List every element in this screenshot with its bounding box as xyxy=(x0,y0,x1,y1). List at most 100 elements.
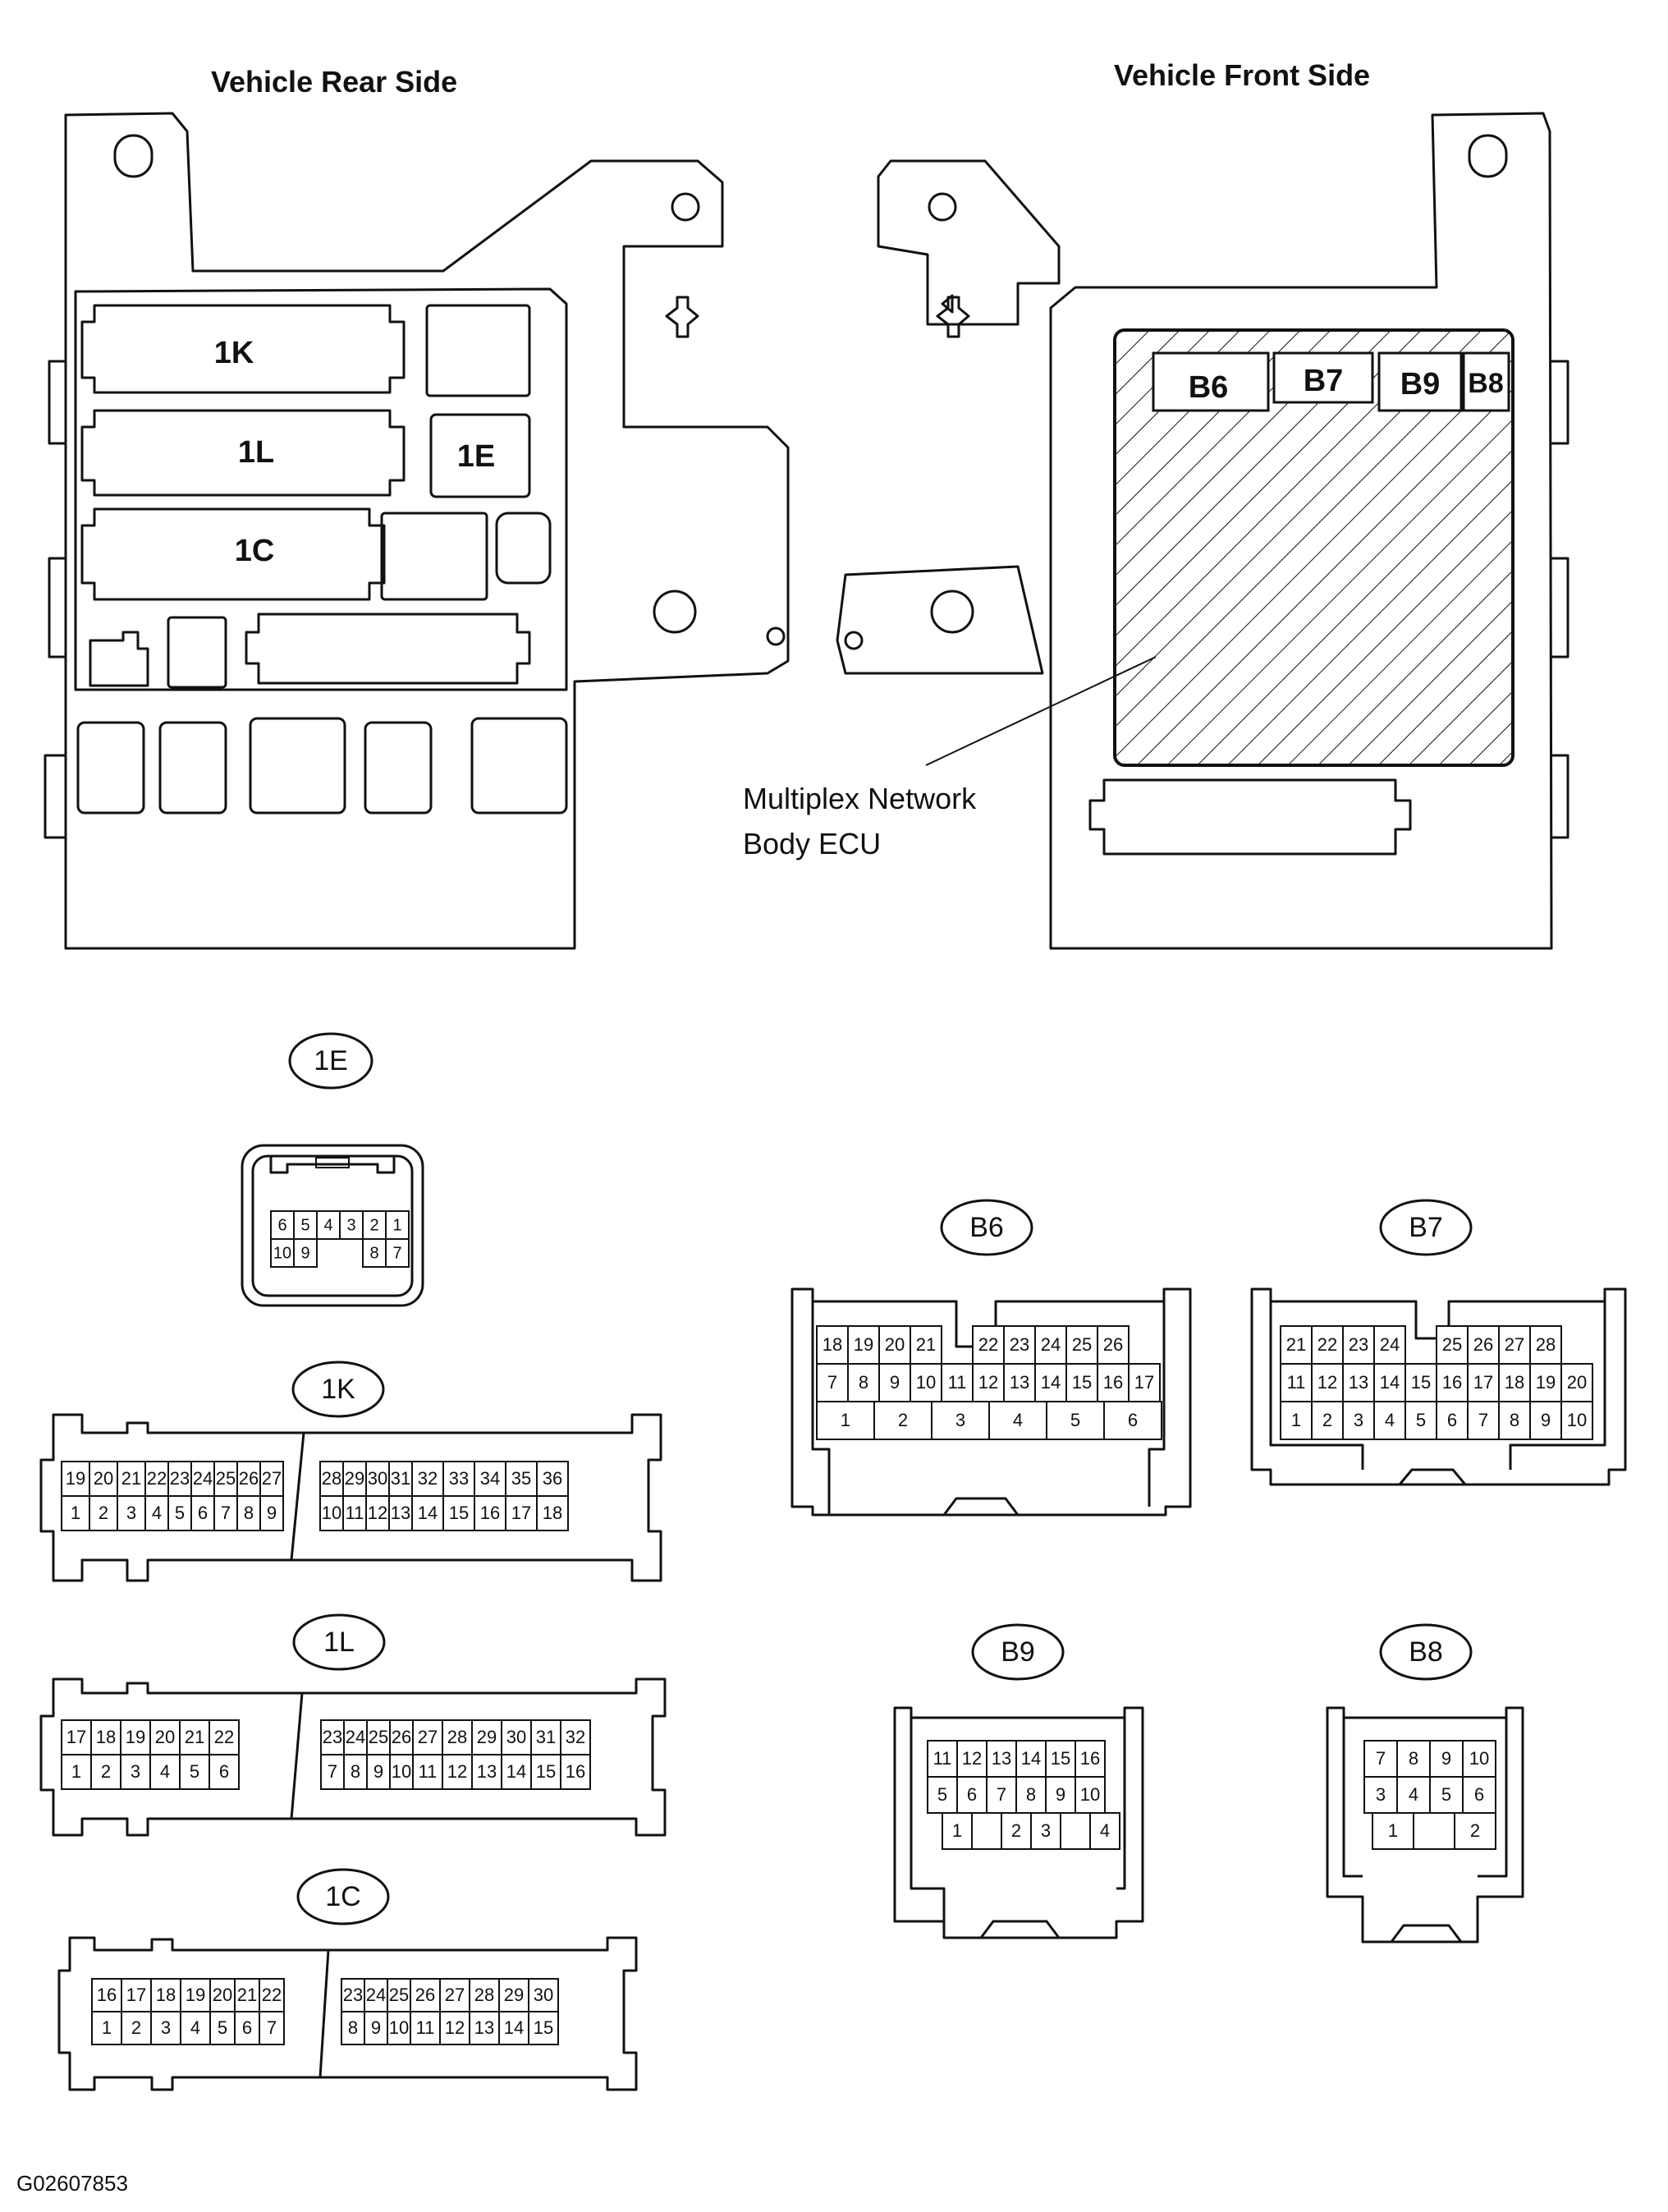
pin-b9-3-label: 3 xyxy=(1041,1820,1051,1841)
pin-k1-5-cell xyxy=(167,1495,192,1531)
pin-b9-12-label: 12 xyxy=(962,1748,982,1769)
pin-k1-33-label: 33 xyxy=(449,1468,469,1489)
pin-c1-14-label: 14 xyxy=(504,2017,524,2038)
pin-b9-16-label: 16 xyxy=(1080,1748,1100,1769)
pin-b7-4-cell xyxy=(1373,1401,1406,1440)
block-label-1k: 1K xyxy=(214,336,254,370)
pin-k1-14-label: 14 xyxy=(418,1503,438,1523)
pin-b7-24-label: 24 xyxy=(1380,1334,1400,1355)
pin-c1-12-label: 12 xyxy=(445,2017,465,2038)
caption-1e: 1E xyxy=(288,1032,373,1090)
caption-1l: 1L xyxy=(292,1613,386,1671)
housing-1k xyxy=(39,1413,662,1582)
pin-b7-8-cell xyxy=(1498,1401,1531,1440)
pin-b6-12-cell xyxy=(972,1363,1005,1402)
pin-b9-2-label: 2 xyxy=(1011,1820,1021,1841)
pin-k1-3-label: 3 xyxy=(126,1503,136,1523)
rear-junction-block: 1K 1L 1C 1E xyxy=(44,112,790,950)
block-label-b6: B6 xyxy=(1189,370,1229,405)
pin-c1-12-cell xyxy=(439,2011,470,2045)
pin-b7-19-cell xyxy=(1529,1363,1562,1402)
pin-l1-15-cell xyxy=(530,1754,561,1790)
pin-1e-2-label: 2 xyxy=(369,1216,378,1234)
pin-c1-11-label: 11 xyxy=(416,2017,435,2038)
pin-k1-31-label: 31 xyxy=(391,1468,410,1489)
pin-k1-8-label: 8 xyxy=(244,1503,254,1523)
pin-l1-1-label: 1 xyxy=(71,1761,81,1782)
pin-k1-2-label: 2 xyxy=(99,1503,108,1523)
pin-l1-11-label: 11 xyxy=(419,1761,438,1782)
pin-k1-7-cell xyxy=(213,1495,238,1531)
pin-b6-25-label: 25 xyxy=(1072,1334,1092,1355)
pin-b7-26-cell xyxy=(1467,1325,1500,1365)
pin-b9-9-label: 9 xyxy=(1056,1784,1065,1805)
pin-k1-9-cell xyxy=(259,1495,284,1531)
pin-b8-1-label: 1 xyxy=(1388,1820,1398,1841)
pin-b6-17-label: 17 xyxy=(1134,1372,1154,1393)
svg-text:B8: B8 xyxy=(1409,1636,1443,1668)
pin-b9-10-cell xyxy=(1075,1776,1106,1814)
pin-k1-15-label: 15 xyxy=(449,1503,469,1523)
pin-b7-3-cell xyxy=(1342,1401,1375,1440)
pin-b6-2-label: 2 xyxy=(898,1410,908,1430)
svg-text:B6: B6 xyxy=(969,1212,1004,1243)
pin-l1-21-label: 21 xyxy=(185,1727,204,1747)
pin-b7-5-label: 5 xyxy=(1416,1410,1426,1430)
pin-b7-28-cell xyxy=(1529,1325,1562,1365)
pin-b8-2-label: 2 xyxy=(1470,1820,1480,1841)
pin-l1-21-cell xyxy=(179,1719,210,1755)
pin-c1-26-label: 26 xyxy=(415,1985,435,2005)
pin-k1-35-label: 35 xyxy=(511,1468,531,1489)
housing-b6 xyxy=(790,1287,1192,1517)
block-label-b8: B8 xyxy=(1468,368,1503,399)
pin-c1-16-label: 16 xyxy=(97,1985,117,2005)
pin-k1-18-label: 18 xyxy=(543,1503,562,1523)
pin-k1-28-cell xyxy=(319,1461,344,1497)
pin-1e-2-cell xyxy=(362,1210,387,1240)
pin-b6-11-label: 11 xyxy=(948,1372,967,1393)
pin-c1-13-label: 13 xyxy=(474,2017,494,2038)
pin-b8-6-label: 6 xyxy=(1474,1784,1484,1805)
pin-b6-12-label: 12 xyxy=(978,1372,998,1393)
figure-code: G02607853 xyxy=(16,2171,128,2196)
pin-k1-36-label: 36 xyxy=(543,1468,562,1489)
pin-b7-18-label: 18 xyxy=(1505,1372,1524,1393)
pin-l1-28-label: 28 xyxy=(447,1727,467,1747)
pin-1e-9-label: 9 xyxy=(300,1244,309,1262)
pin-b6-14-label: 14 xyxy=(1041,1372,1061,1393)
pin-l1-6-label: 6 xyxy=(219,1761,229,1782)
pin-b6-7-label: 7 xyxy=(827,1372,837,1393)
pin-k1-22-label: 22 xyxy=(147,1468,167,1489)
pin-b6-26-label: 26 xyxy=(1103,1334,1123,1355)
pin-c1-18-cell xyxy=(150,1978,181,2012)
pin-c1-8-cell xyxy=(341,2011,365,2045)
pin-b7-3-label: 3 xyxy=(1354,1410,1363,1430)
pin-b7-27-label: 27 xyxy=(1505,1334,1524,1355)
pin-b9-3-cell xyxy=(1030,1812,1061,1850)
block-label-b7: B7 xyxy=(1304,364,1344,398)
pin-c1-29-label: 29 xyxy=(504,1985,524,2005)
pin-c1-8-label: 8 xyxy=(348,2017,358,2038)
pin-k1-16-label: 16 xyxy=(480,1503,500,1523)
svg-text:1C: 1C xyxy=(325,1881,360,1912)
pin-c1-10-label: 10 xyxy=(389,2017,409,2038)
pin-c1-19-label: 19 xyxy=(186,1985,205,2005)
pin-b6-16-label: 16 xyxy=(1103,1372,1123,1393)
pin-k1-22-cell xyxy=(144,1461,169,1497)
pin-1e-1-cell xyxy=(385,1210,410,1240)
pin-l1-13-cell xyxy=(471,1754,502,1790)
pin-l1-29-cell xyxy=(471,1719,502,1755)
ecu-label-line1: Multiplex Network xyxy=(743,782,977,815)
pin-k1-10-label: 10 xyxy=(322,1503,341,1523)
pin-b7-1-cell xyxy=(1280,1401,1313,1440)
pin-b9-14-label: 14 xyxy=(1021,1748,1041,1769)
pin-b7-10-label: 10 xyxy=(1567,1410,1587,1430)
pin-b7-27-cell xyxy=(1498,1325,1531,1365)
pin-l1-27-label: 27 xyxy=(418,1727,438,1747)
pin-1e-9-cell xyxy=(293,1238,318,1268)
pin-k1-34-label: 34 xyxy=(480,1468,500,1489)
pin-b7-23-label: 23 xyxy=(1349,1334,1368,1355)
pin-c1-15-label: 15 xyxy=(534,2017,553,2038)
pin-b7-14-cell xyxy=(1373,1363,1406,1402)
